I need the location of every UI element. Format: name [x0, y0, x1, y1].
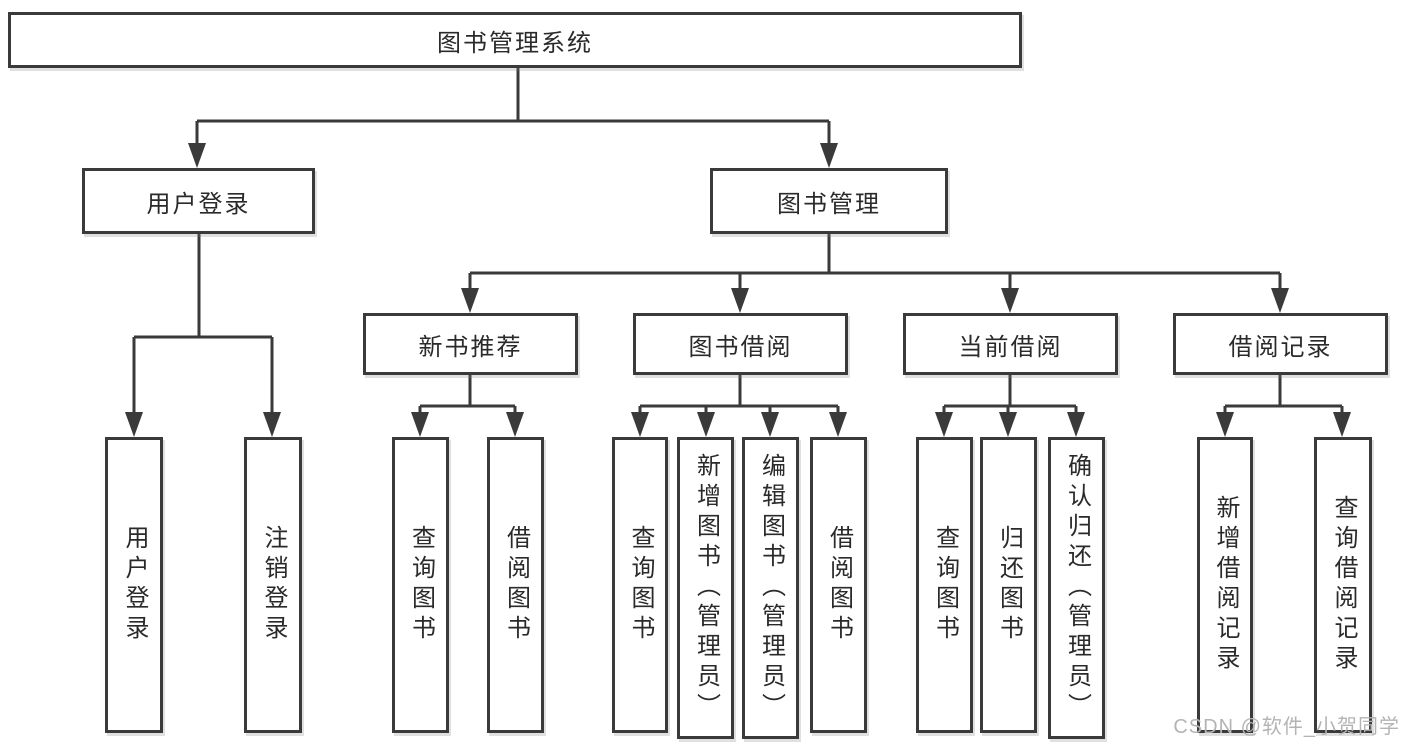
- leaf-label: 注销登录: [260, 525, 287, 645]
- leaf-label: 查询图书: [627, 525, 654, 645]
- leaf-logout: 注销登录: [244, 437, 302, 733]
- leaf-label: 新增借阅记录: [1212, 495, 1239, 675]
- leaf-query-books-borrow: 查询图书: [612, 437, 668, 733]
- leaf-query-books-current: 查询图书: [916, 437, 973, 733]
- leaf-label: 查询图书: [407, 525, 435, 645]
- leaf-borrow-books-recommend: 借阅图书: [487, 437, 544, 733]
- leaf-add-book-admin: 新增图书（管理员）: [677, 437, 734, 739]
- leaf-add-borrow-record: 新增借阅记录: [1197, 437, 1253, 733]
- leaf-label: 编辑图书（管理员）: [757, 453, 785, 723]
- leaf-query-books-recommend: 查询图书: [392, 437, 449, 733]
- watermark: CSDN @软件_小贺同学: [1173, 716, 1400, 738]
- node-book-management: 图书管理: [710, 168, 948, 234]
- node-root: 图书管理系统: [8, 12, 1022, 68]
- leaf-label: 用户登录: [121, 525, 148, 645]
- leaf-confirm-return-admin: 确认归还（管理员）: [1048, 437, 1105, 739]
- leaf-label: 新增图书（管理员）: [692, 453, 720, 723]
- leaf-label: 借阅图书: [825, 525, 853, 645]
- node-user-login: 用户登录: [82, 168, 315, 234]
- node-book-borrow: 图书借阅: [633, 313, 848, 375]
- leaf-label: 查询借阅记录: [1330, 495, 1357, 675]
- leaf-return-book: 归还图书: [980, 437, 1037, 733]
- leaf-label: 查询图书: [931, 525, 959, 645]
- node-new-book-recommend: 新书推荐: [363, 313, 578, 375]
- leaf-user-login: 用户登录: [105, 437, 163, 733]
- leaf-edit-book-admin: 编辑图书（管理员）: [742, 437, 799, 739]
- leaf-label: 归还图书: [995, 525, 1023, 645]
- node-borrow-records: 借阅记录: [1173, 313, 1388, 375]
- leaf-label: 借阅图书: [502, 525, 530, 645]
- node-current-borrow: 当前借阅: [903, 313, 1118, 375]
- arrowheads: [125, 143, 1351, 437]
- leaf-label: 确认归还（管理员）: [1063, 453, 1091, 723]
- leaf-borrow-books: 借阅图书: [810, 437, 867, 733]
- leaf-query-borrow-record: 查询借阅记录: [1314, 437, 1372, 733]
